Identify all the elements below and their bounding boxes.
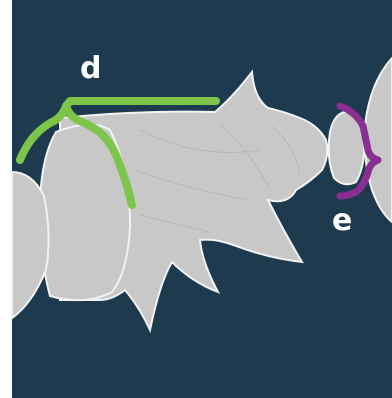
specimen-lobe-left [11, 170, 50, 320]
specimen-lobe-right [363, 56, 392, 224]
bracket-d [16, 97, 220, 209]
label-d: d [80, 51, 101, 86]
label-e: e [332, 203, 352, 238]
specimen-body [59, 69, 329, 334]
bracket-e [336, 102, 382, 200]
body-texture [134, 124, 301, 233]
